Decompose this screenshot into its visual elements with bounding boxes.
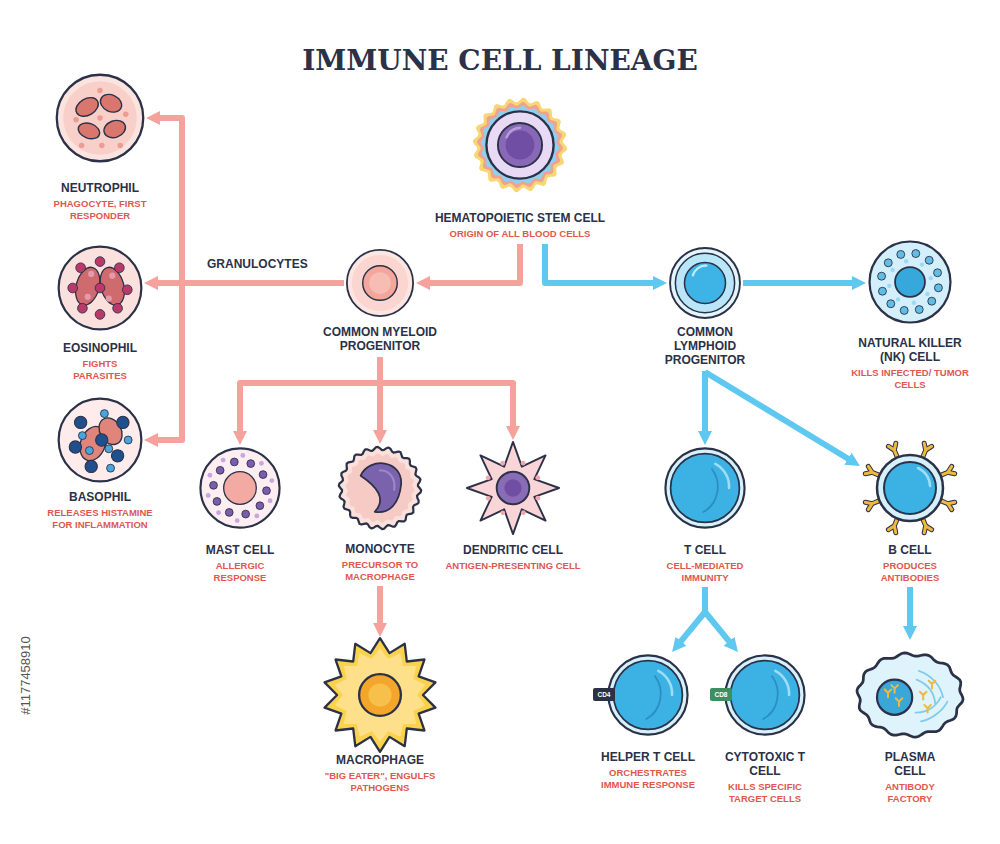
- cell-illustration: [197, 445, 283, 531]
- marker-tag: CD8: [710, 688, 732, 701]
- cell-node: DENDRITIC CELLANTIGEN-PRESENTING CELL: [465, 440, 561, 536]
- cell-name: HEMATOPOIETIC STEM CELL: [420, 211, 620, 225]
- cell-illustration: [322, 637, 438, 753]
- cell-illustration: [54, 72, 146, 164]
- cell-caption: MONOCYTE PRECURSOR TO MACROPHAGE: [334, 542, 426, 582]
- cell-node: NATURAL KILLER (NK) CELLKILLS INFECTED/ …: [866, 238, 954, 326]
- cell-function: FIGHTS PARASITES: [60, 358, 140, 381]
- cell-illustration: [860, 438, 960, 538]
- cell-node: COMMON LYMPHOID PROGENITOR: [667, 245, 743, 371]
- cell-node: BASOPHILRELEASES HISTAMINE FOR INFLAMMAT…: [56, 396, 144, 484]
- cell-caption: EOSINOPHIL FIGHTS PARASITES: [60, 341, 140, 381]
- lineage-arrow: [705, 587, 732, 644]
- cell-illustration: [56, 244, 144, 332]
- cell-node: T CELL CELL-MEDIATED IMMUNITY: [662, 445, 748, 587]
- cell-illustration: [465, 440, 561, 536]
- cell-function: KILLS SPECIFIC TARGET CELLS: [709, 781, 821, 804]
- cell-name: BASOPHIL: [38, 490, 163, 504]
- edge-label: GRANULOCYTES: [207, 257, 308, 271]
- cell-caption: HELPER T CELL ORCHESTRATES IMMUNE RESPONS…: [595, 750, 701, 790]
- cell-caption: T CELL CELL-MEDIATED IMMUNITY: [659, 543, 751, 583]
- cell-function: "BIG EATER", ENGULFS PATHOGENS: [324, 770, 436, 793]
- cell-function: ALLERGIC RESPONSE: [204, 560, 276, 583]
- cell-caption: COMMON MYELOID PROGENITOR: [320, 325, 440, 353]
- cell-node: B CELL PRODUCES ANTIBODIES: [860, 438, 960, 587]
- cell-function: ANTIBODY FACTORY: [874, 781, 946, 804]
- lineage-arrow: [678, 587, 705, 644]
- cell-function: ANTIGEN-PRESENTING CELL: [433, 560, 593, 572]
- watermark-id: #1177458910: [18, 611, 33, 741]
- cell-function: PRODUCES ANTIBODIES: [871, 560, 949, 583]
- lineage-arrow: [702, 371, 708, 435]
- cell-illustration: [336, 444, 424, 532]
- cell-name: NEUTROPHIL: [50, 181, 150, 195]
- cell-caption: NATURAL KILLER (NK) CELL KILLS INFECTED/ …: [850, 336, 970, 390]
- cell-node: MONOCYTE PRECURSOR TO MACROPHAGE: [336, 444, 424, 586]
- cell-caption: BASOPHIL RELEASES HISTAMINE FOR INFLAMMAT…: [38, 490, 163, 530]
- cell-function: CELL-MEDIATED IMMUNITY: [659, 560, 751, 583]
- cell-function: ORIGIN OF ALL BLOOD CELLS: [420, 228, 620, 240]
- cell-caption: MACROPHAGE "BIG EATER", ENGULFS PATHOGENS: [324, 753, 436, 793]
- cell-name: NATURAL KILLER (NK) CELL: [850, 336, 970, 364]
- cell-name: EOSINOPHIL: [60, 341, 140, 355]
- lineage-arrow: [907, 587, 913, 630]
- cell-function: ORCHESTRATES IMMUNE RESPONSE: [595, 767, 701, 790]
- cell-caption: CYTOTOXIC T CELL KILLS SPECIFIC TARGET CE…: [709, 750, 821, 804]
- cell-illustration: [866, 238, 954, 326]
- cell-name: MAST CELL: [204, 543, 276, 557]
- cell-name: T CELL: [659, 543, 751, 557]
- cell-caption: MAST CELL ALLERGIC RESPONSE: [204, 543, 276, 583]
- cell-function: KILLS INFECTED/ TUMOR CELLS: [850, 367, 970, 390]
- cell-caption: HEMATOPOIETIC STEM CELL ORIGIN OF ALL BLO…: [420, 211, 620, 240]
- cell-node: PLASMA CELLANTIBODY FACTORY: [855, 640, 965, 750]
- cell-illustration: [662, 445, 748, 531]
- cell-function: PHAGOCYTE, FIRST RESPONDER: [50, 198, 150, 221]
- cell-node: COMMON MYELOID PROGENITOR: [344, 247, 416, 357]
- cell-caption: B CELL PRODUCES ANTIBODIES: [871, 543, 949, 583]
- cell-name: PLASMA CELL: [874, 750, 946, 778]
- cell-node: HEMATOPOIETIC STEM CELLORIGIN OF ALL BLO…: [472, 97, 568, 244]
- cell-node: MAST CELLALLERGIC RESPONSE: [197, 445, 283, 531]
- tag-text: CD4: [593, 688, 615, 701]
- lineage-arrow: [156, 118, 344, 283]
- cell-name: COMMON MYELOID PROGENITOR: [320, 325, 440, 353]
- tag-text: CD8: [710, 688, 732, 701]
- cell-name: HELPER T CELL: [595, 750, 701, 764]
- cell-caption: DENDRITIC CELL ANTIGEN-PRESENTING CELL: [433, 543, 593, 572]
- cell-node: MACROPHAGE"BIG EATER", ENGULFS PATHOGENS: [322, 637, 438, 753]
- lineage-arrow: [426, 244, 520, 283]
- cell-caption: COMMON LYMPHOID PROGENITOR: [645, 325, 765, 367]
- cell-node: EOSINOPHILFIGHTS PARASITES: [56, 244, 144, 332]
- cell-node: CYTOTOXIC T CELLKILLS SPECIFIC TARGET CE…: [722, 652, 808, 738]
- cell-name: MACROPHAGE: [324, 753, 436, 767]
- cell-illustration: [344, 247, 416, 319]
- lineage-arrow: [377, 586, 383, 627]
- lineage-arrow: [154, 283, 344, 440]
- cell-name: MONOCYTE: [334, 542, 426, 556]
- cell-name: CYTOTOXIC T CELL: [709, 750, 821, 778]
- marker-tag: CD4: [593, 688, 615, 701]
- lineage-arrow: [380, 357, 513, 430]
- cell-node: HELPER T CELLORCHESTRATES IMMUNE RESPONS…: [605, 652, 691, 738]
- cell-function: RELEASES HISTAMINE FOR INFLAMMATION: [38, 507, 163, 530]
- lineage-arrow: [545, 244, 657, 283]
- lineage-arrow: [240, 357, 380, 435]
- cell-function: PRECURSOR TO MACROPHAGE: [334, 559, 426, 582]
- cell-illustration: [855, 640, 965, 750]
- cell-illustration: [605, 652, 691, 738]
- diagram-title: IMMUNE CELL LINEAGE: [0, 44, 1000, 78]
- cell-illustration: [472, 97, 568, 193]
- cell-illustration: [722, 652, 808, 738]
- cell-name: B CELL: [871, 543, 949, 557]
- cell-caption: NEUTROPHIL PHAGOCYTE, FIRST RESPONDER: [50, 181, 150, 221]
- cell-name: DENDRITIC CELL: [433, 543, 593, 557]
- lineage-arrow: [743, 280, 856, 286]
- cell-name: COMMON LYMPHOID PROGENITOR: [645, 325, 765, 367]
- cell-illustration: [56, 396, 144, 484]
- lineage-arrow: [705, 371, 851, 461]
- cell-illustration: [667, 245, 743, 321]
- cell-node: NEUTROPHILPHAGOCYTE, FIRST RESPONDER: [54, 72, 146, 164]
- cell-caption: PLASMA CELL ANTIBODY FACTORY: [874, 750, 946, 804]
